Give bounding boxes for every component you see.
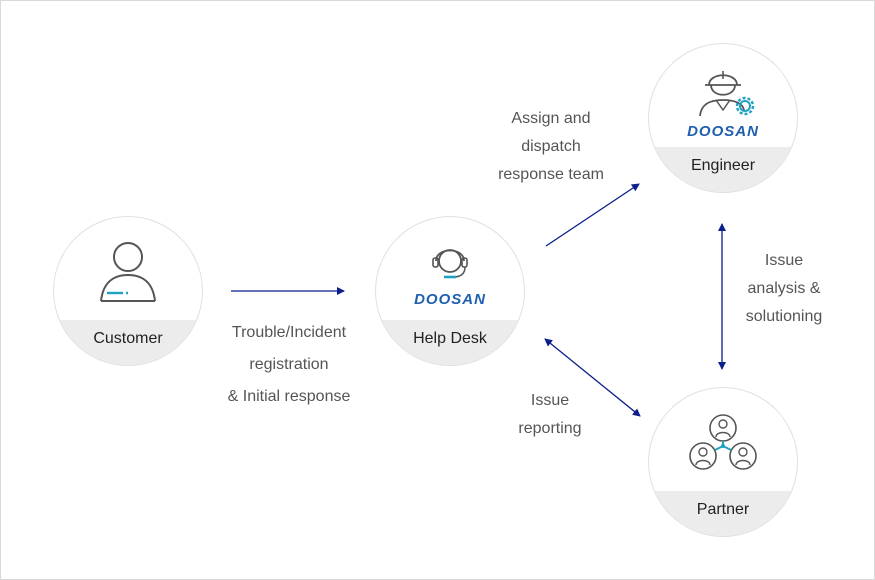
caption-line: reporting [518,420,582,437]
caption-line: registration [249,356,329,373]
reporting-caption: Issue reporting [505,387,595,443]
engineer-label: Engineer [690,157,756,174]
partner-network-icon [689,414,757,470]
headset-agent-icon [432,249,468,279]
helpdesk-logo: DOOSAN [414,291,486,308]
arrow-helpdesk-to-engineer [545,183,640,247]
customer-node: Customer [53,216,203,366]
engineer-label-band [649,147,797,192]
analysis-caption: Issue analysis & solutioning [729,247,839,331]
partner-label-band [649,491,797,536]
caption-line: solutioning [745,308,823,325]
customer-label: Customer [93,330,163,347]
dispatch-caption: Assign and dispatch response team [481,105,621,189]
caption-line: Issue [764,252,804,269]
helpdesk-label-band [376,320,524,365]
caption-line: Assign and [511,110,591,127]
customer-label-band [54,320,202,365]
helpdesk-label: Help Desk [413,330,487,347]
arrow-helpdesk-partner [544,338,641,417]
caption-line: analysis & [747,280,821,297]
helpdesk-node: DOOSAN Help Desk [375,216,525,366]
partner-node: Partner [648,387,798,537]
registration-caption: Trouble/Incident registration & Initial … [209,319,369,411]
engineer-hardhat-icon [699,71,755,117]
caption-line: & Initial response [227,388,351,405]
caption-line: dispatch [521,138,581,155]
caption-line: Trouble/Incident [231,324,347,341]
user-icon [100,242,156,302]
caption-line: response team [498,166,604,183]
engineer-logo: DOOSAN [687,123,759,140]
caption-line: Issue [530,392,570,409]
partner-label: Partner [696,501,750,518]
engineer-node: DOOSAN Engineer [648,43,798,193]
